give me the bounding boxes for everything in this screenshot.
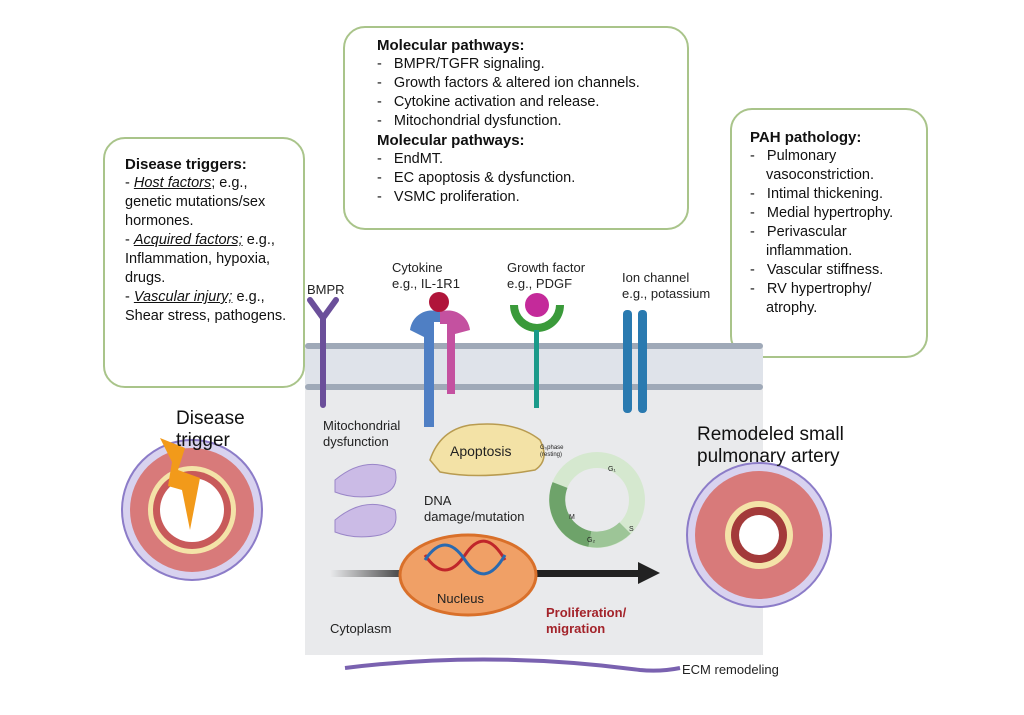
- disease-triggers-box: Disease triggers: - Host factors; e.g., …: [103, 137, 305, 388]
- apoptosis-label: Apoptosis: [450, 443, 512, 459]
- apoptosis-body: [429, 423, 545, 477]
- cycle-g2: G₂: [587, 537, 596, 544]
- nucleus-label: Nucleus: [437, 591, 484, 606]
- trigger-item: - Vascular injury; e.g., Shear stress, p…: [125, 289, 287, 324]
- pathways-title-1: Molecular pathways:: [377, 37, 525, 54]
- right-artery: [686, 462, 832, 608]
- pdgf-ligand: [525, 293, 549, 317]
- cytoplasm-label: Cytoplasm: [330, 621, 392, 636]
- arrow-head: [638, 562, 660, 584]
- cycle-s: S: [629, 526, 634, 533]
- trigger-item: - Acquired factors; e.g., Inflammation, …: [125, 232, 275, 286]
- cytokine-receptor: [410, 292, 470, 427]
- pathology-item: - Vascular stiffness.: [750, 262, 884, 278]
- mitochondria-icon: [334, 463, 397, 538]
- pathology-title: PAH pathology:: [750, 129, 862, 146]
- ion-channel: [623, 310, 647, 413]
- pathology-item: - RV hypertrophy/ atrophy.: [750, 281, 872, 316]
- pathway-item: - Mitochondrial dysfunction.: [377, 113, 562, 129]
- pathology-item: - Perivascular inflammation.: [750, 224, 853, 259]
- pathways-title-2: Molecular pathways:: [377, 132, 525, 149]
- molecular-pathways-box: Molecular pathways: - BMPR/TGFR signalin…: [343, 26, 689, 230]
- pathway-item: - Growth factors & altered ion channels.: [377, 75, 640, 91]
- arrow-shaft: [530, 570, 640, 577]
- pathology-item: - Pulmonary vasoconstriction.: [750, 148, 874, 183]
- bmpr-label: BMPR: [307, 282, 345, 297]
- growth-factor-receptor: [510, 293, 564, 408]
- cycle-g0: G₀phase(resting): [540, 445, 564, 458]
- disease-trigger-label: Disease trigger: [176, 408, 245, 451]
- remodeled-artery-label: Remodeled small pulmonary artery: [697, 424, 844, 467]
- proliferation-label: Proliferation/ migration: [546, 605, 627, 636]
- cytokine-ligand: [429, 292, 449, 312]
- bmpr-receptor: [307, 297, 339, 408]
- cell-cycle-icon: [549, 452, 645, 548]
- trigger-item: - Host factors; e.g., genetic mutations/…: [125, 175, 266, 229]
- pathway-item: - VSMC proliferation.: [377, 189, 520, 205]
- mito-label: Mitochondrial dysfunction: [323, 418, 401, 449]
- pah-pathology-box: PAH pathology: - Pulmonary vasoconstrict…: [730, 108, 928, 358]
- dna-icon: [423, 539, 507, 572]
- triggers-title: Disease triggers:: [125, 156, 247, 173]
- ecm-fiber: [344, 657, 681, 673]
- pathology-item: - Intimal thickening.: [750, 186, 883, 202]
- arrow-tail: [330, 570, 410, 577]
- pathway-item: - Cytokine activation and release.: [377, 94, 600, 110]
- cycle-m: M: [569, 514, 575, 521]
- pathology-item: - Medial hypertrophy.: [750, 205, 894, 221]
- lightning-icon: [160, 438, 200, 530]
- pathway-item: - BMPR/TGFR signaling.: [377, 56, 545, 72]
- pathway-item: - EC apoptosis & dysfunction.: [377, 170, 576, 186]
- dna-label: DNA damage/mutation: [424, 493, 525, 524]
- pathway-item: - EndMT.: [377, 151, 444, 167]
- ecm-label: ECM remodeling: [682, 662, 779, 677]
- cycle-g1: G₁: [608, 466, 616, 473]
